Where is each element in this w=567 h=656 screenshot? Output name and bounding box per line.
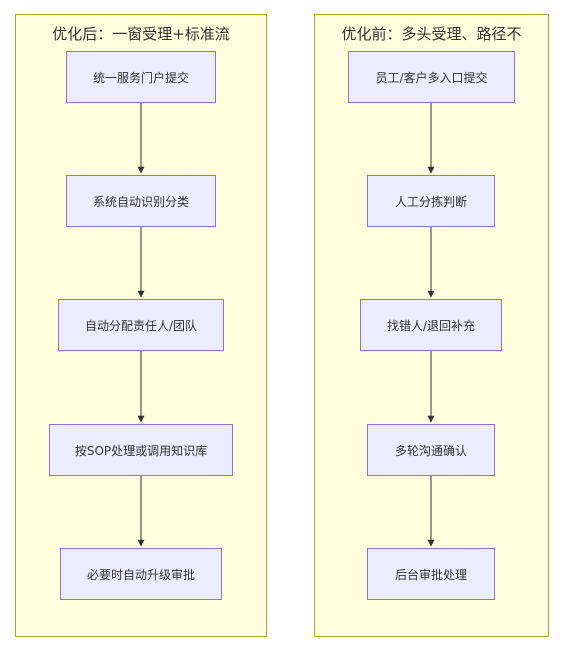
cluster-after-title: 优化后：一窗受理+标准流 <box>52 25 230 43</box>
cluster-before-title: 优化前：多头受理、路径不 <box>341 25 522 43</box>
node-before-1: 员工/客户多入口提交 <box>348 51 515 103</box>
node-after-2: 系统自动识别分类 <box>66 175 216 227</box>
node-after-4: 按SOP处理或调用知识库 <box>49 424 233 476</box>
node-after-5: 必要时自动升级审批 <box>60 548 222 600</box>
node-before-5: 后台审批处理 <box>367 548 495 600</box>
node-before-2: 人工分拣判断 <box>367 175 495 227</box>
node-before-3: 找错人/退回补充 <box>360 299 502 351</box>
node-after-3: 自动分配责任人/团队 <box>58 299 224 351</box>
node-before-4: 多轮沟通确认 <box>367 424 495 476</box>
node-after-1: 统一服务门户提交 <box>66 51 216 103</box>
